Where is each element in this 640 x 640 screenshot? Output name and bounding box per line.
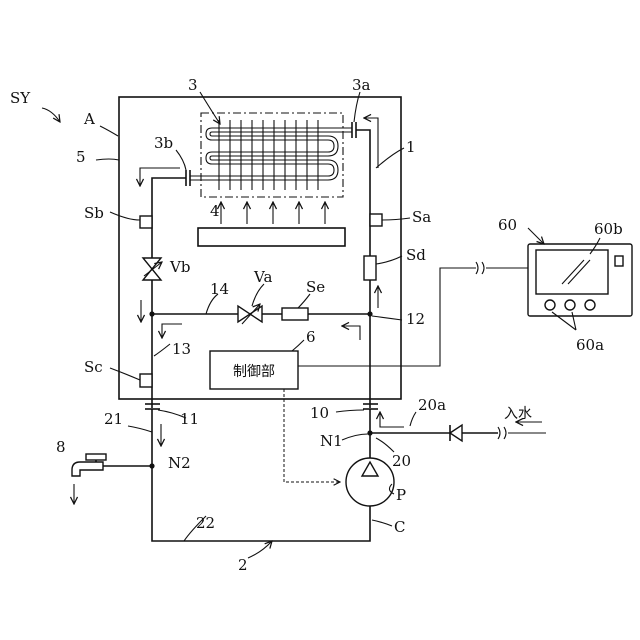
label-remote-screen: 60b bbox=[594, 220, 623, 238]
label-supply-20a: 20a bbox=[418, 396, 446, 414]
label-valve-b: Vb bbox=[169, 258, 190, 276]
leader-lines bbox=[42, 92, 600, 558]
label-controller-ref: 6 bbox=[306, 328, 316, 346]
label-sensor-e: Se bbox=[306, 278, 325, 296]
controller-label: 制御部 bbox=[233, 364, 275, 380]
faucet-icon bbox=[72, 454, 106, 504]
remote-controller bbox=[528, 244, 632, 316]
pump bbox=[346, 458, 394, 506]
label-pump: P bbox=[396, 486, 406, 504]
sensor-sa bbox=[370, 214, 382, 226]
label-sensor-a: Sa bbox=[412, 208, 431, 226]
label-burner-circuit: 1 bbox=[406, 138, 416, 156]
label-faucet: 8 bbox=[56, 438, 66, 456]
heat-exchanger-coil bbox=[190, 120, 352, 190]
flow-arrow-bypass-left bbox=[162, 324, 182, 338]
flow-arrow-bypass-right bbox=[342, 326, 360, 340]
label-port-10: 10 bbox=[310, 404, 329, 422]
label-circuit-2: 2 bbox=[238, 556, 248, 574]
label-pipe-22: 22 bbox=[196, 514, 215, 532]
label-remote: 60 bbox=[498, 216, 517, 234]
label-sensor-d: Sd bbox=[406, 246, 426, 264]
sensor-sc bbox=[140, 374, 152, 387]
valve-va bbox=[238, 304, 262, 324]
label-supply-20: 20 bbox=[392, 452, 411, 470]
label-burner: 4 bbox=[210, 202, 220, 220]
label-hx-inlet: 3a bbox=[352, 76, 371, 94]
check-valve bbox=[450, 425, 462, 441]
sensor-sd bbox=[364, 256, 376, 280]
label-heat-exchanger: 3 bbox=[188, 76, 198, 94]
flow-arrow-right-top bbox=[364, 118, 378, 168]
flow-arrow-left-top bbox=[140, 168, 180, 186]
label-pipe-12: 12 bbox=[406, 310, 425, 328]
label-circuit-c: C bbox=[394, 518, 405, 536]
external-return-pipe bbox=[152, 409, 370, 541]
label-remote-buttons: 60a bbox=[576, 336, 604, 354]
burner bbox=[198, 228, 345, 246]
valve-vb bbox=[143, 258, 162, 280]
label-sensor-b: Sb bbox=[84, 204, 104, 222]
label-bypass-left: 5 bbox=[76, 148, 86, 166]
label-sensor-c: Sc bbox=[84, 358, 103, 376]
label-pipe-21: 21 bbox=[104, 410, 123, 428]
heat-exchanger-enclosure bbox=[201, 113, 343, 197]
heat-arrows bbox=[221, 202, 325, 224]
label-hx-outlet: 3b bbox=[154, 134, 173, 152]
label-node-n2: N2 bbox=[168, 454, 191, 472]
label-system: SY bbox=[10, 89, 31, 107]
sensor-se bbox=[282, 308, 308, 320]
label-water-in: 入水 bbox=[504, 406, 532, 422]
label-housing: A bbox=[83, 110, 95, 128]
label-port-11: 11 bbox=[180, 410, 199, 428]
label-node-n1: N1 bbox=[320, 432, 343, 450]
sensor-sb bbox=[140, 216, 152, 228]
label-valve-a: Va bbox=[253, 268, 272, 286]
flow-arrow-supply bbox=[380, 412, 404, 427]
label-pipe-14: 14 bbox=[210, 280, 229, 298]
label-pipe-13: 13 bbox=[172, 340, 191, 358]
return-pipe bbox=[152, 178, 186, 408]
